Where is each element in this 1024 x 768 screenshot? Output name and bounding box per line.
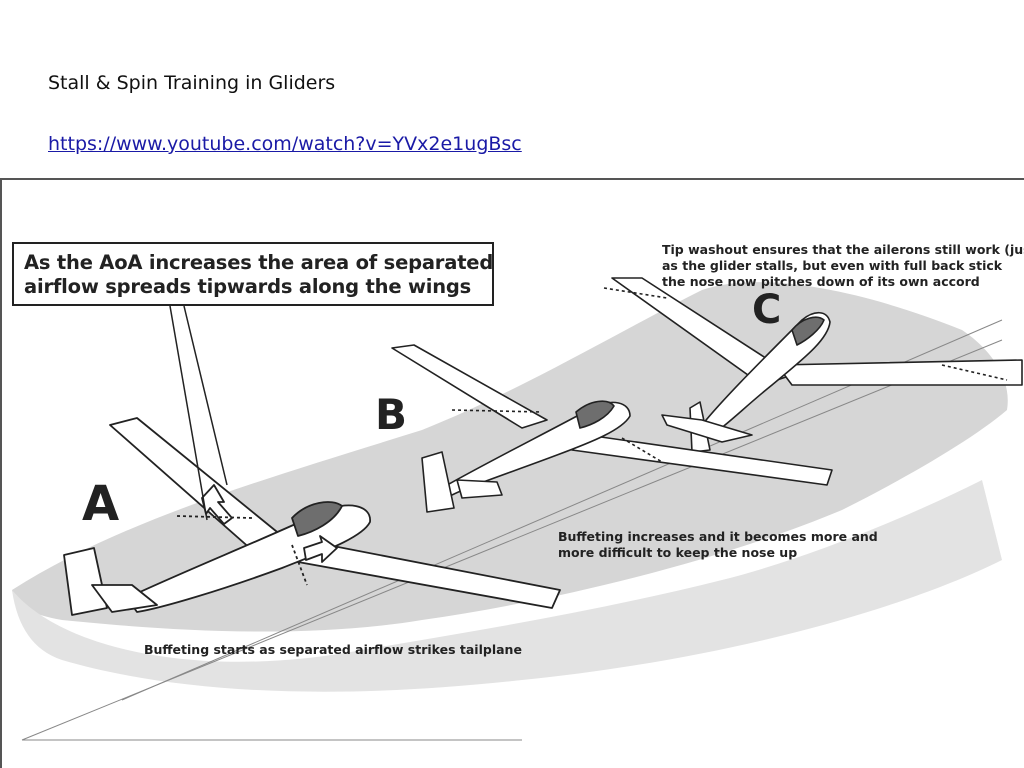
label-b: B [375,390,408,439]
mid-note-line-1: Buffeting increases and it becomes more … [558,529,878,544]
callout-leader-2 [183,305,228,486]
tip-note-line-2: as the glider stalls, but even with full… [662,258,1003,273]
stall-diagram: As the AoA increases the area of separat… [0,178,1024,768]
glider-b-stall-line-2 [621,437,663,463]
glider-a-stall-line [176,515,253,519]
glider-a-stall-line-2 [291,544,308,586]
buffeting-start-note: Buffeting starts as separated airflow st… [144,642,522,657]
glider-a-canopy [291,501,343,537]
tip-note-line-1: Tip washout ensures that the ailerons st… [662,242,1024,257]
tip-washout-note: Tip washout ensures that the ailerons st… [662,242,1024,290]
label-c: C [752,287,782,333]
glider-c-stall-line [603,287,668,299]
glider-c-wing-right [776,359,1023,386]
slide-title: Stall & Spin Training in Gliders [48,72,336,94]
callout-leader-1 [169,305,208,521]
callout-line-1: As the AoA increases the area of separat… [24,251,494,274]
airflow-shadow-lower [12,480,1002,692]
glider-c-stall-line-2 [941,364,1008,381]
buffeting-increase-note: Buffeting increases and it becomes more … [558,529,878,561]
glider-b [391,344,833,513]
label-a: A [82,476,120,532]
diagram-artwork [12,277,1023,741]
glider-a-fin [63,547,108,616]
glider-b-wing-left [391,344,548,429]
glider-b-tailplane [456,479,503,499]
callout-line-2: airflow spreads tipwards along the wings [24,275,472,298]
video-link[interactable]: https://www.youtube.com/watch?v=YVx2e1ug… [48,133,522,155]
mid-note-line-2: more difficult to keep the nose up [558,545,798,560]
glider-c-canopy [791,316,825,346]
glider-c [603,277,1023,453]
glider-b-fin [421,451,455,513]
reference-line-1 [21,339,1003,741]
glider-a-tailplane [91,584,158,613]
glider-b-canopy [575,400,615,429]
glider-c-tailplane [661,414,753,443]
glider-a [63,417,561,616]
glider-a-arrow-right [303,535,338,563]
tip-note-line-3: the nose now pitches down of its own acc… [662,274,980,289]
aoa-callout: As the AoA increases the area of separat… [12,242,494,306]
